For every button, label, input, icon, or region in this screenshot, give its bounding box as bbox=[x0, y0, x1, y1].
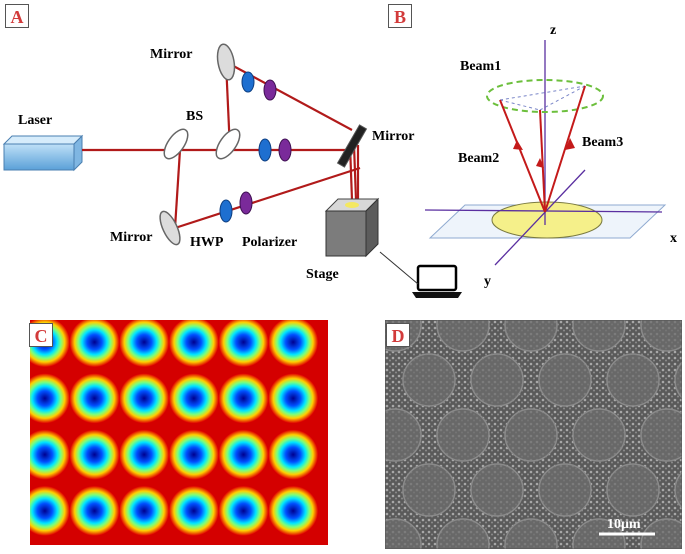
sem-ring bbox=[607, 464, 659, 516]
beam1-label: Beam1 bbox=[460, 59, 501, 74]
sem-ring bbox=[505, 409, 557, 461]
laser-source bbox=[4, 136, 82, 170]
sem-ring bbox=[573, 409, 625, 461]
panel-d-label: D bbox=[386, 323, 410, 347]
heatmap-minimum bbox=[119, 486, 169, 536]
sem-ring bbox=[437, 409, 489, 461]
heatmap-minimum bbox=[268, 430, 318, 480]
waveplate-pair-top bbox=[242, 72, 276, 100]
heatmap-minimum bbox=[169, 430, 219, 480]
heatmap-minimum bbox=[268, 486, 318, 536]
beam-splitter-1 bbox=[160, 125, 193, 162]
x-axis-label: x bbox=[670, 231, 677, 246]
sem-ring bbox=[403, 464, 455, 516]
stage-label: Stage bbox=[306, 267, 339, 282]
heatmap-minimum bbox=[119, 430, 169, 480]
heatmap-minimum bbox=[70, 486, 120, 536]
mirror-bottom-label: Mirror bbox=[110, 230, 153, 245]
sem-ring bbox=[539, 354, 591, 406]
scale-bar-label: 10μm bbox=[607, 517, 641, 532]
intensity-heatmap bbox=[30, 320, 328, 545]
sem-ring bbox=[539, 464, 591, 516]
laser-label: Laser bbox=[18, 113, 52, 128]
sem-ring bbox=[471, 354, 523, 406]
bs-label: BS bbox=[186, 109, 203, 124]
sem-micrograph: 10μm bbox=[385, 320, 682, 549]
heatmap-minimum bbox=[70, 430, 120, 480]
mirror-top-label: Mirror bbox=[150, 47, 193, 62]
beams bbox=[500, 86, 585, 212]
y-axis-label: y bbox=[484, 274, 491, 289]
beam-splitter-2 bbox=[212, 125, 245, 162]
heatmap-minimum bbox=[169, 486, 219, 536]
mirror-right bbox=[338, 125, 367, 167]
hwp-label: HWP bbox=[190, 235, 224, 250]
stage-block bbox=[326, 199, 378, 256]
sem-ring bbox=[403, 354, 455, 406]
polarizer-label: Polarizer bbox=[242, 235, 297, 250]
z-axis-label: z bbox=[550, 23, 556, 38]
mirror-bottom bbox=[156, 209, 184, 248]
cone-construction-lines bbox=[500, 86, 585, 110]
heatmap-minimum bbox=[119, 374, 169, 424]
sem-ring bbox=[471, 464, 523, 516]
panel-c-label: C bbox=[29, 323, 53, 347]
heatmap-minimum bbox=[70, 374, 120, 424]
beam-geometry-diagram: z x y Beam1 Beam2 Beam3 bbox=[400, 0, 685, 300]
sem-ring bbox=[607, 354, 659, 406]
heatmap-minimum bbox=[169, 374, 219, 424]
heatmap-minimum bbox=[268, 374, 318, 424]
heatmap-minimum bbox=[219, 486, 269, 536]
heatmap-minimum bbox=[219, 374, 269, 424]
mirror-top bbox=[215, 43, 237, 81]
beam3-label: Beam3 bbox=[582, 135, 623, 150]
waveplate-pair-bottom bbox=[220, 192, 252, 222]
heatmap-minimum bbox=[219, 430, 269, 480]
beam2-label: Beam2 bbox=[458, 151, 499, 166]
